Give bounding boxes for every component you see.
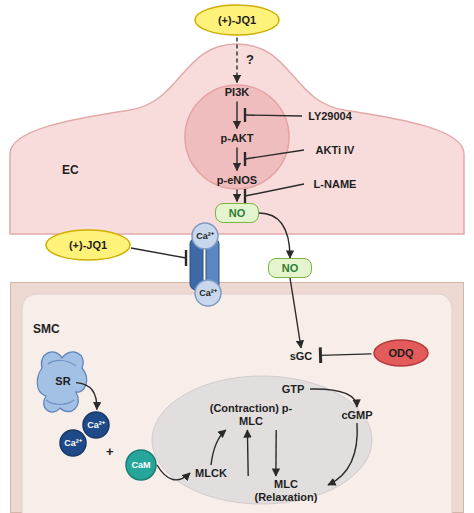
node-text: NO [282, 262, 299, 275]
calcium-ion: Ca²⁺ [191, 222, 219, 250]
drug-ellipse: (+)-JQ1 [194, 4, 280, 36]
inhibitor-ellipse: ODQ [373, 339, 429, 367]
shape-fill [60, 430, 86, 456]
state-label: MLC (Relaxation) [244, 476, 328, 506]
protein-label: p-eNOS [209, 172, 265, 188]
pathway-arrow [328, 423, 357, 485]
pathway-arrow [236, 148, 237, 171]
inhibitor-label: LY29004 [299, 108, 361, 124]
smc-cytoplasm [22, 294, 452, 513]
node-text: PI3K [225, 86, 249, 99]
molecule-label: cGMP [336, 407, 378, 423]
ec-nucleus [185, 85, 289, 189]
enzyme-label: MLCK [190, 465, 232, 481]
node-text: Ca²⁺ [196, 231, 214, 241]
protein-label: p-AKT [212, 130, 262, 146]
cell-membrane [10, 44, 464, 234]
enzyme-label: sGC [283, 348, 319, 364]
inhibition-bar [244, 108, 246, 122]
shape-fill [192, 223, 218, 249]
pathway-arrow [76, 383, 97, 410]
sr-shape [37, 352, 86, 412]
inhibition-bar [244, 189, 246, 203]
inhibition-bar [244, 152, 246, 166]
pathway-arrow [236, 190, 237, 202]
nitric-oxide-box: NO [268, 258, 312, 278]
node-text: MLCK [195, 467, 227, 480]
unknown-mark: ? [246, 52, 254, 67]
smc-nucleus [152, 376, 372, 504]
calmodulin-circle: CaM [125, 449, 157, 481]
nitric-oxide-box: NO [215, 203, 259, 223]
node-text: Ca²⁺ [64, 438, 82, 448]
node-text: MLC (Relaxation) [244, 478, 328, 504]
protein-label: PI3K [213, 84, 261, 100]
shape-fill [374, 340, 428, 366]
node-text: LY29004 [308, 110, 352, 123]
node-text: p-AKT [221, 132, 254, 145]
node-text: AKTi IV [316, 144, 355, 157]
node-text: (+)-JQ1 [218, 14, 256, 27]
pathway-arrow [310, 389, 357, 407]
node-text: cGMP [341, 409, 372, 422]
sr-fold [46, 360, 76, 404]
shape-fill [46, 230, 130, 260]
pathway-arrow [236, 102, 237, 129]
calcium-ion: Ca²⁺ [82, 411, 110, 439]
shape-fill [195, 5, 279, 35]
inhibition-line [131, 248, 186, 258]
inhibition-connector [321, 354, 372, 356]
endothelial-cell: EC PI3K LY29004 p-AKT AKTi IV p-eNOS L-NAME NO [10, 42, 464, 234]
pathway-arrow [275, 430, 277, 476]
molecule-label: GTP [276, 381, 310, 397]
inhibitor-label: AKTi IV [305, 142, 365, 158]
node-text: sGC [290, 350, 313, 363]
calcium-ion: Ca²⁺ [194, 279, 222, 307]
inhibition-line [245, 115, 302, 116]
cell-label: SMC [33, 323, 60, 336]
shape-fill [83, 412, 109, 438]
node-text: NO [229, 207, 246, 220]
cell-label: EC [62, 164, 79, 177]
node-text: CaM [131, 460, 150, 470]
drug-ellipse: (+)-JQ1 [45, 229, 131, 261]
sarcoplasmic-reticulum [37, 352, 86, 412]
node-text: p-eNOS [217, 174, 257, 187]
shape-fill [195, 280, 221, 306]
node-text: SR [55, 375, 70, 388]
inhibitor-label: L-NAME [305, 176, 365, 192]
state-label: (Contraction) p-MLC [206, 400, 296, 430]
node-text: GTP [282, 383, 305, 396]
inhibition-bar [185, 250, 187, 266]
pathway-arrow [157, 465, 190, 480]
shape-fill [126, 450, 156, 480]
node-text: L-NAME [314, 178, 357, 191]
pathway-arrow [247, 430, 249, 476]
node-text: Ca²⁺ [199, 288, 217, 298]
organelle-label: SR [50, 373, 76, 389]
node-text: ODQ [388, 347, 413, 360]
node-text: (+)-JQ1 [69, 239, 107, 252]
node-text: Ca²⁺ [87, 420, 105, 430]
calcium-ion: Ca²⁺ [59, 429, 87, 457]
pathway-arrow [211, 430, 226, 465]
plus-sign: + [106, 444, 114, 459]
node-text: (Contraction) p-MLC [206, 402, 296, 428]
